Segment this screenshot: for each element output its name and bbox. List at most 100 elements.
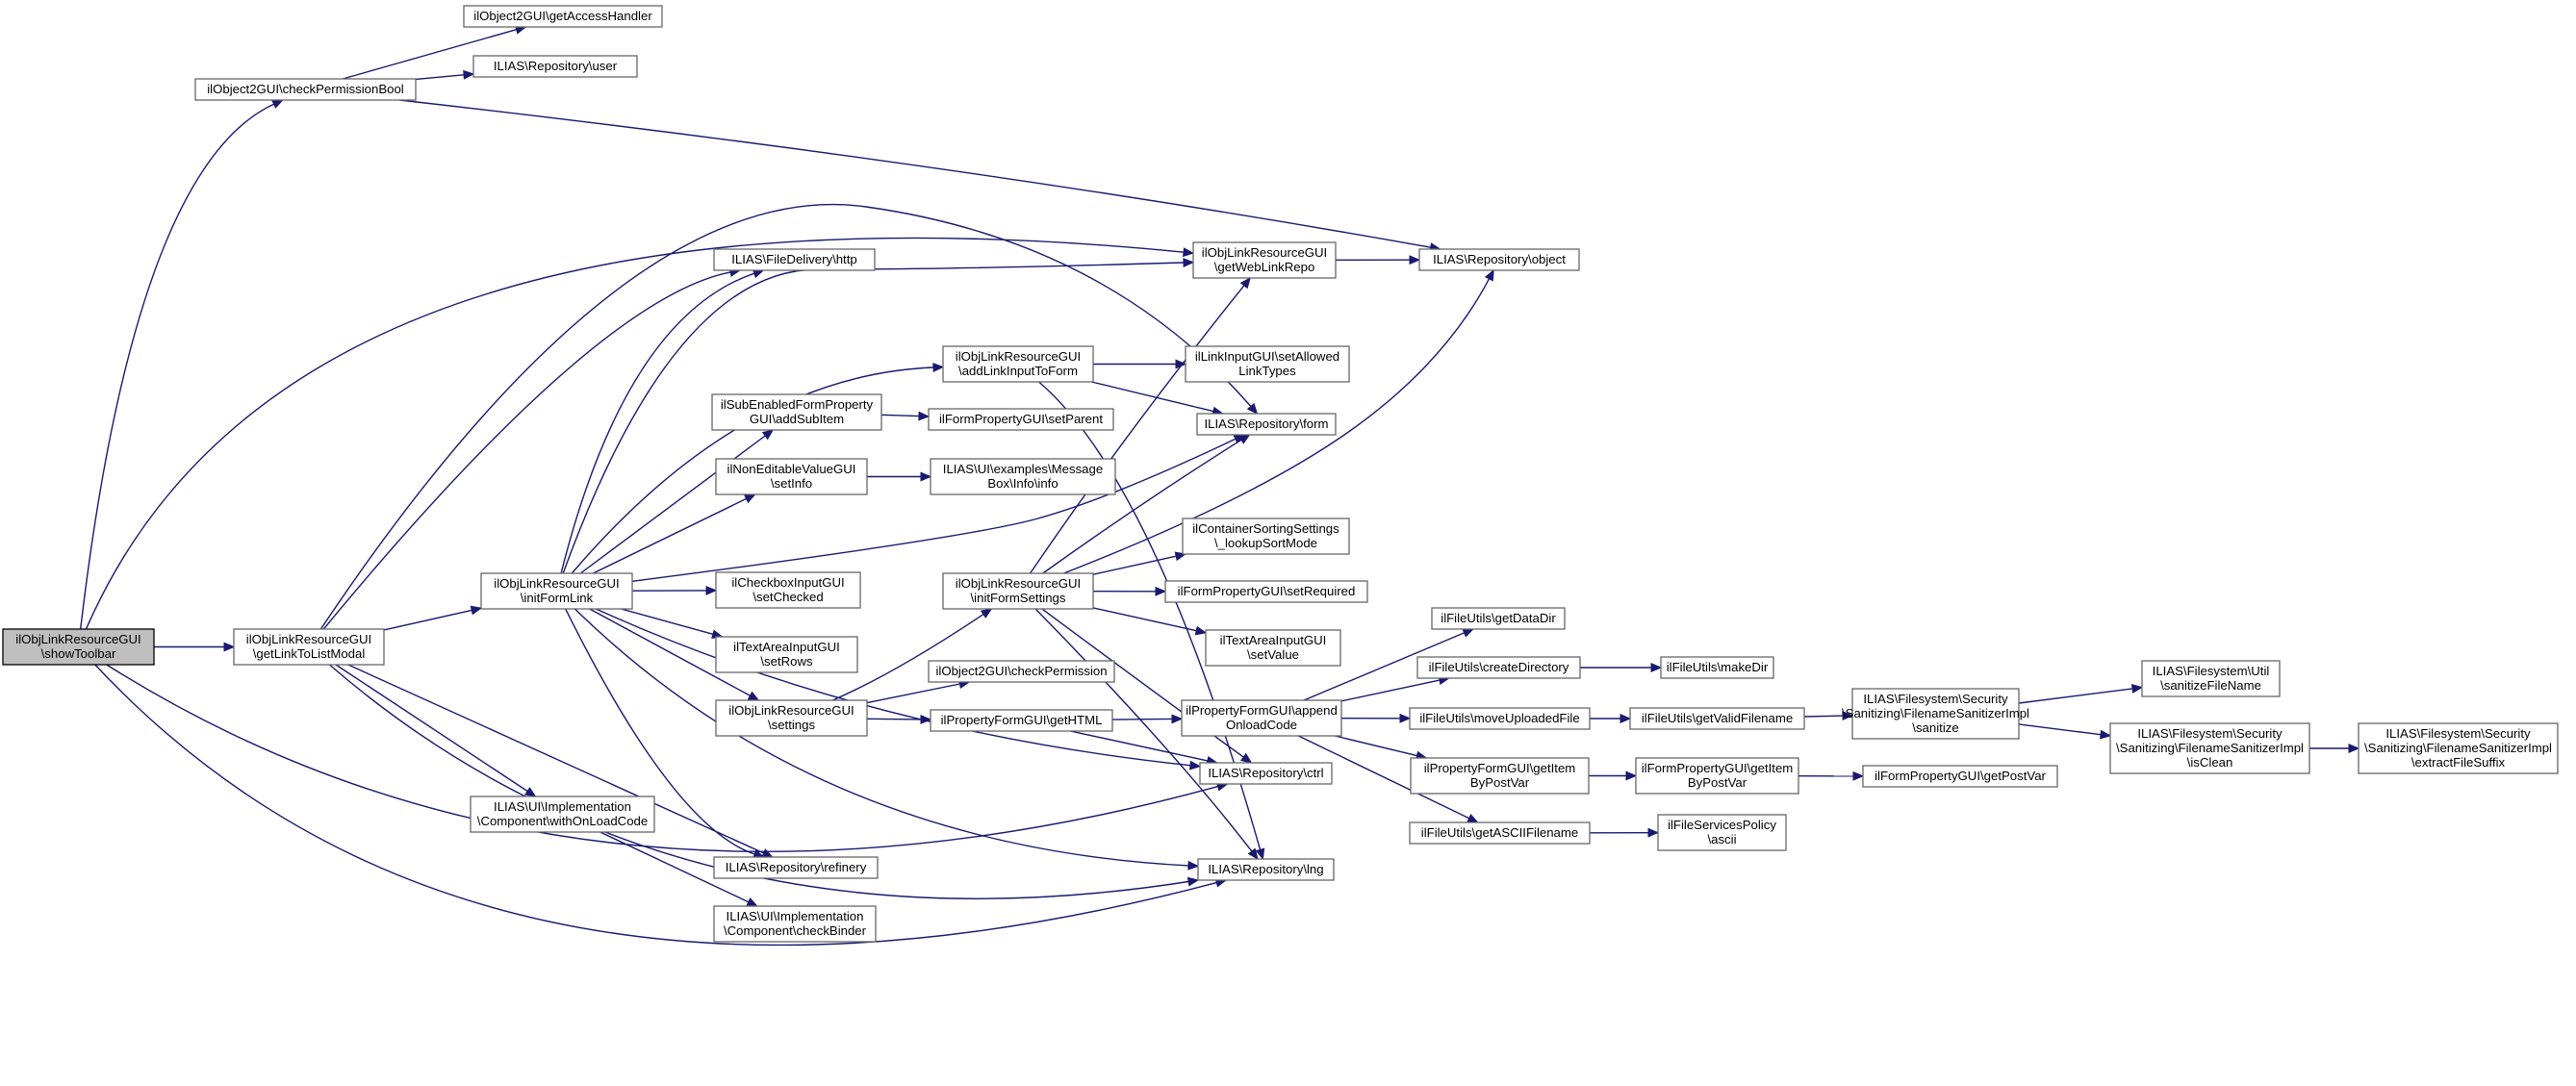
node-setValue[interactable]: ilTextAreaInputGUI\setValue [1205, 629, 1341, 667]
node-label: ilObjLinkResourceGUI [15, 632, 140, 646]
node-moveUploadedFile[interactable]: ilFileUtils\moveUploadedFile [1409, 707, 1591, 730]
node-ctrl[interactable]: ILIAS\Repository\ctrl [1199, 762, 1333, 785]
node-sanitize[interactable]: ILIAS\Filesystem\Security\Sanitizing\Fil… [1842, 688, 2029, 740]
edge-appendOnloadCode-to-createDirectory [1340, 679, 1441, 702]
edge-initFormSettings-to-getWebLinkRepo [1030, 285, 1245, 574]
edge-arrowhead [1189, 760, 1202, 770]
node-checkPermissionBool[interactable]: ilObject2GUI\checkPermissionBool [194, 78, 417, 101]
edge-arrowhead [980, 608, 993, 619]
node-setRequired[interactable]: ilFormPropertyGUI\setRequired [1164, 580, 1368, 603]
edge-initFormLink-to-form [631, 438, 1237, 582]
edge-arrowhead [743, 493, 756, 504]
node-getASCIIFilename[interactable]: ilFileUtils\getASCIIFilename [1409, 821, 1591, 845]
edge-sanitize-to-sanitizeFileName [2018, 688, 2133, 704]
node-box [715, 636, 858, 673]
node-box [1199, 762, 1333, 785]
node-label: ilObjLinkResourceGUI [494, 576, 619, 591]
node-extractFileSuffix[interactable]: ILIAS\Filesystem\Security\Sanitizing\Fil… [2358, 722, 2559, 774]
node-label: ilFormPropertyGUI\setParent [939, 412, 1103, 426]
node-box [1409, 821, 1591, 845]
node-label: LinkTypes [1238, 364, 1296, 378]
node-showToolbar[interactable]: ilObjLinkResourceGUI\showToolbar [2, 628, 155, 666]
node-box [1164, 580, 1368, 603]
node-label: ilFileUtils\moveUploadedFile [1419, 711, 1579, 725]
edge-arrowhead [1194, 625, 1208, 636]
node-lookupSortMode[interactable]: ilContainerSortingSettings\_lookupSortMo… [1182, 518, 1350, 555]
node-label: ilObject2GUI\checkPermission [935, 664, 1107, 678]
node-settings[interactable]: ilObjLinkResourceGUI\settings [715, 699, 868, 737]
node-lng[interactable]: ILIAS\Repository\lng [1197, 858, 1335, 881]
edge-arrowhead [746, 897, 758, 907]
node-setChecked[interactable]: ilCheckboxInputGUI\setChecked [715, 571, 861, 609]
node-object[interactable]: ILIAS\Repository\object [1418, 248, 1580, 271]
node-getValidFilename[interactable]: ilFileUtils\getValidFilename [1629, 707, 1805, 730]
node-label: \addLinkInputToForm [958, 364, 1078, 378]
node-makeDir[interactable]: ilFileUtils\makeDir [1660, 656, 1774, 679]
edge-getValidFilename-to-sanitize [1803, 715, 1844, 718]
node-setRows[interactable]: ilTextAreaInputGUI\setRows [715, 636, 858, 673]
edge-getLinkToListModal-to-http [322, 271, 731, 630]
node-ascii[interactable]: ilFileServicesPolicy\ascii [1657, 814, 1787, 851]
node-label: ilTextAreaInputGUI [1220, 633, 1327, 647]
node-getPostVar[interactable]: ilFormPropertyGUI\getPostVar [1862, 765, 2058, 788]
edge-arrowhead [463, 69, 475, 80]
node-box [1192, 241, 1337, 279]
node-box [194, 78, 417, 101]
node-sanitizeFileName[interactable]: ILIAS\Filesystem\Util\sanitizeFileName [2141, 660, 2281, 697]
node-getHTML[interactable]: ilPropertyFormGUI\getHTML [930, 709, 1113, 732]
node-createDirectory[interactable]: ilFileUtils\createDirectory [1416, 656, 1581, 679]
node-label: ILIAS\Filesystem\Security [2137, 726, 2283, 741]
node-getLinkToListModal[interactable]: ilObjLinkResourceGUI\getLinkToListModal [233, 628, 385, 666]
node-initFormLink[interactable]: ilObjLinkResourceGUI\initFormLink [480, 572, 633, 610]
edge-initFormLink-to-http [560, 272, 755, 574]
node-setInfo[interactable]: ilNonEditableValueGUI\setInfo [715, 458, 868, 495]
node-isClean[interactable]: ILIAS\Filesystem\Security\Sanitizing\Fil… [2109, 722, 2310, 774]
edge-appendOnloadCode-to-getASCIIFilename [1297, 735, 1470, 820]
node-label: \Component\checkBinder [724, 923, 867, 938]
node-initFormSettings[interactable]: ilObjLinkResourceGUI\initFormSettings [942, 572, 1094, 610]
edge-arrowhead [1183, 247, 1195, 258]
edge-arrowhead [761, 848, 774, 858]
edge-checkPermissionBool-to-object [398, 99, 1431, 248]
edges-layer [80, 25, 2360, 947]
node-label: ILIAS\Repository\user [494, 59, 618, 73]
edge-arrowhead [1842, 711, 1854, 721]
node-checkBinder[interactable]: ILIAS\UI\Implementation\Component\checkB… [713, 905, 877, 943]
node-http[interactable]: ILIAS\FileDelivery\http [713, 248, 876, 271]
edge-arrowhead [1171, 714, 1184, 724]
node-withOnLoadCode[interactable]: ILIAS\UI\Implementation\Component\withOn… [470, 796, 655, 833]
node-getAccessHandler[interactable]: ilObject2GUI\getAccessHandler [463, 5, 663, 28]
node-label: ilObjLinkResourceGUI [956, 576, 1081, 591]
node-form[interactable]: ILIAS\Repository\form [1196, 413, 1337, 436]
node-box [930, 709, 1113, 732]
edge-arrowhead [1625, 770, 1638, 781]
edge-arrowhead [1187, 860, 1200, 871]
node-getDataDir[interactable]: ilFileUtils\getDataDir [1431, 607, 1566, 630]
edge-initFormSettings-to-lng [1034, 608, 1253, 852]
node-label: OnloadCode [1226, 718, 1297, 732]
node-refinery[interactable]: ILIAS\Repository\refinery [713, 856, 879, 879]
node-box [1205, 629, 1341, 667]
node-user[interactable]: ILIAS\Repository\user [472, 55, 638, 78]
node-label: ilFileUtils\getASCIIFilename [1421, 825, 1578, 840]
edge-showToolbar-to-lng [94, 664, 1217, 947]
edge-arrowhead [223, 642, 236, 652]
node-label: \getLinkToListModal [253, 646, 366, 661]
node-label: \isClean [2187, 755, 2233, 770]
edge-initFormLink-to-refinery [565, 608, 755, 855]
node-addLinkInputToForm[interactable]: ilObjLinkResourceGUI\addLinkInputToForm [942, 345, 1094, 383]
edge-arrowhead [932, 363, 945, 372]
edge-withOnLoadCode-to-checkBinder [599, 831, 750, 903]
edge-arrowhead [1239, 752, 1253, 764]
edge-arrowhead [1467, 814, 1479, 823]
node-setParent[interactable]: ilFormPropertyGUI\setParent [928, 408, 1114, 431]
node-getWebLinkRepo[interactable]: ilObjLinkResourceGUI\getWebLinkRepo [1192, 241, 1337, 279]
node-label: ilLinkInputGUI\setAllowed [1195, 349, 1339, 364]
node-checkPermission[interactable]: ilObject2GUI\checkPermission [928, 660, 1115, 683]
